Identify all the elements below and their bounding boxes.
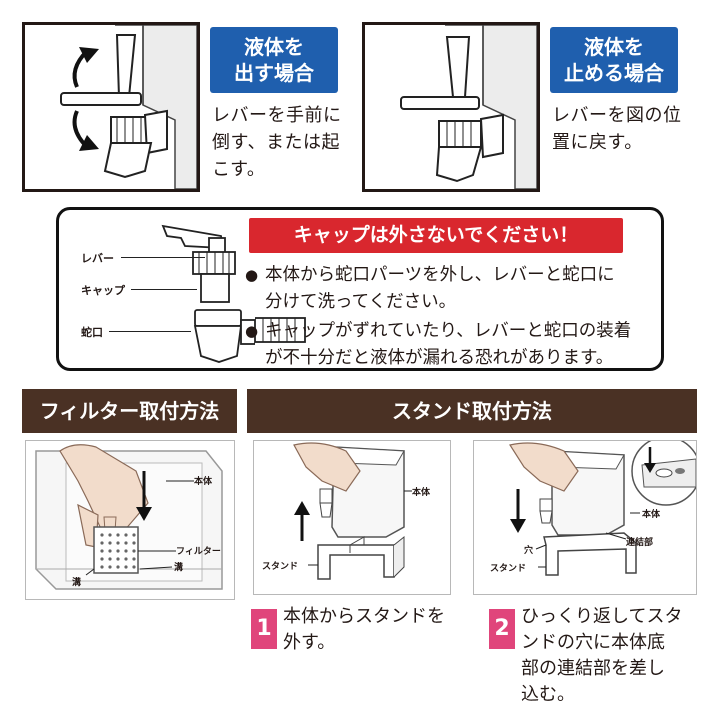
- bullet-line: 分けて洗ってください。: [265, 292, 457, 312]
- label-lever: レバー: [81, 252, 114, 265]
- filter-label-filter: フィルター: [176, 547, 221, 557]
- step2-text-line: ンドの穴に本体底: [521, 632, 665, 653]
- stop-desc-line: レバーを図の位: [552, 105, 682, 126]
- dispense-title-box: 液体を 出す場合: [210, 27, 338, 93]
- filter-label-groove-right: 溝: [174, 563, 184, 573]
- step2-label-stand: スタンド: [490, 564, 527, 574]
- filter-photo: 本体 フィルター 溝 溝: [25, 440, 235, 600]
- bullet-line: が不十分だと液体が漏れる恐れがあります。: [265, 348, 614, 368]
- filter-label-body: 本体: [194, 477, 213, 487]
- bullet-mark: ●: [245, 266, 259, 284]
- stop-description: レバーを図の位 置に戻す。: [552, 102, 702, 156]
- stand-step1-photo: 本体 スタンド: [253, 440, 451, 595]
- stop-title-box: 液体を 止める場合: [550, 27, 678, 93]
- step2-label-body: 本体: [642, 510, 661, 520]
- spout-parts-illustration: [161, 224, 255, 363]
- step1-number: 1: [251, 609, 277, 649]
- stand-remove-illustration: [293, 442, 412, 580]
- step1-label-body: 本体: [412, 488, 431, 498]
- step1-text-line: 外す。: [283, 632, 336, 653]
- stand-section-title: スタンド取付方法: [247, 389, 697, 433]
- leader-line: [121, 257, 205, 258]
- stop-title-line1: 液体を: [584, 35, 644, 59]
- step1-text-line: 本体からスタンドを: [283, 606, 445, 627]
- step1-label-stand: スタンド: [262, 562, 299, 572]
- leader-line: [131, 289, 197, 290]
- stand-step2-photo: 本体 連結部 穴 スタンド: [473, 440, 697, 595]
- caution-bullet: ● キャップがずれていたり、レバーと蛇口の装着 が不十分だと液体が漏れる恐れがあ…: [245, 318, 655, 372]
- caution-box: レバー キャップ 蛇口 キャップは外さないでください！ ● 本体から蛇口パーツを…: [56, 207, 664, 371]
- step1-text: 本体からスタンドを 外す。: [283, 604, 463, 656]
- bullet-mark: ●: [245, 322, 259, 340]
- leader-line: [109, 331, 191, 332]
- dispense-desc-line: レバーを手前に: [212, 105, 342, 126]
- bullet-line: 本体から蛇口パーツを外し、レバーと蛇口に: [265, 265, 615, 285]
- dispense-title-line2: 出す場合: [234, 61, 314, 85]
- stop-illustration: [362, 22, 540, 192]
- label-cap: キャップ: [81, 284, 125, 297]
- caution-headline: キャップは外さないでください！: [249, 218, 623, 253]
- caution-bullets: ● 本体から蛇口パーツを外し、レバーと蛇口に 分けて洗ってください。 ● キャッ…: [245, 262, 655, 372]
- dispense-desc-line: こす。: [212, 159, 266, 180]
- filter-label-groove-left: 溝: [72, 578, 82, 588]
- step2-label-connector: 連結部: [626, 538, 654, 548]
- dispense-description: レバーを手前に 倒す、または起 こす。: [212, 102, 352, 183]
- step2-text-line: 込む。: [521, 684, 575, 705]
- filter-install-illustration: [35, 444, 223, 590]
- step2-text: ひっくり返してスタ ンドの穴に本体底 部の連結部を差し 込む。: [521, 604, 706, 708]
- caution-bullet: ● 本体から蛇口パーツを外し、レバーと蛇口に 分けて洗ってください。: [245, 262, 655, 316]
- filter-section-title: フィルター取付方法: [22, 389, 237, 433]
- bullet-line: キャップがずれていたり、レバーと蛇口の装着: [265, 321, 632, 341]
- step2-label-hole: 穴: [524, 546, 534, 556]
- dispense-desc-line: 倒す、または起: [212, 132, 341, 153]
- stand-attach-illustration: [509, 441, 696, 576]
- dispense-illustration: [22, 22, 200, 192]
- spout-thread-illustration: [255, 317, 306, 343]
- spout-lever-open-illustration: [60, 25, 197, 189]
- label-spout: 蛇口: [81, 326, 103, 339]
- stop-title-line2: 止める場合: [564, 61, 664, 85]
- stop-desc-line: 置に戻す。: [552, 132, 643, 153]
- dispense-title-line1: 液体を: [244, 35, 304, 59]
- spout-lever-closed-illustration: [400, 25, 537, 189]
- step2-text-line: 部の連結部を差し: [521, 658, 665, 679]
- step2-number: 2: [489, 609, 515, 649]
- step2-text-line: ひっくり返してスタ: [521, 606, 683, 627]
